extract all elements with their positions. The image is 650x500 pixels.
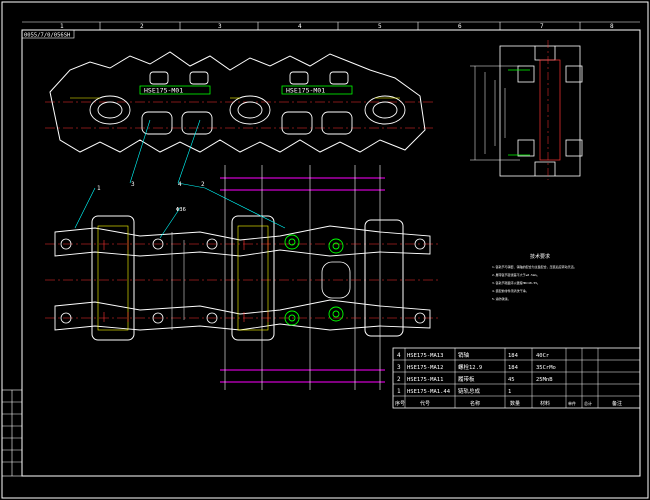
bom-code: HSE175-MA13	[407, 353, 443, 359]
column-number: 4	[298, 23, 302, 30]
bom-no: 1	[397, 388, 401, 395]
callout-3: 3	[131, 181, 135, 188]
column-number: 2	[140, 23, 144, 30]
bom-name: 螺栓12.9	[458, 363, 482, 371]
column-number: 1	[60, 23, 64, 30]
column-ruler	[22, 21, 640, 31]
note-line: 3.链轨节踏面淬火硬度HRC48-55。	[492, 280, 540, 285]
bom-name: 履带板	[458, 375, 475, 383]
bom-header: 备注	[612, 400, 622, 407]
column-number: 5	[378, 23, 382, 30]
bom-material: 40Cr	[536, 353, 550, 359]
bom-code: HSE175-MA11	[407, 377, 443, 383]
note-line: 1.链轨节与销套、销轴的配合为过盈配合，压装后应转动灵活。	[492, 264, 577, 269]
left-title-strip	[1, 389, 23, 477]
bom-code: HSE175-MA12	[407, 365, 443, 371]
technical-notes: 技术要求 1.链轨节与销套、销轴的配合为过盈配合，压装后应转动灵活。 2.履带链…	[492, 253, 577, 301]
bom-qty: 1	[508, 389, 511, 395]
note-line: 4.装配前零件须清洗干净。	[492, 288, 529, 293]
note-line: 2.履带链节距误差不大于±0.5mm。	[492, 272, 539, 277]
bom-no: 2	[397, 376, 401, 383]
column-number: 6	[458, 23, 462, 30]
chain-label-right: HSE175-M01	[286, 87, 325, 95]
column-number: 8	[610, 23, 614, 30]
bom-table: 4 HSE175-MA13 销轴 184 40Cr 3 HSE175-MA12 …	[392, 347, 641, 409]
bom-name: 链轨总成	[458, 387, 481, 395]
bom-header: 单件	[568, 400, 576, 406]
bom-no: 4	[397, 352, 401, 359]
bom-qty: 184	[508, 353, 519, 359]
notes-heading: 技术要求	[530, 253, 550, 260]
title-stamp: 0055/7/0/056SH	[24, 33, 70, 39]
chain-label-left: HSE175-M01	[144, 87, 183, 95]
bom-header: 总计	[584, 400, 592, 406]
bom-header: 数量	[510, 400, 520, 407]
column-number: 3	[218, 23, 222, 30]
bom-header: 名称	[470, 400, 480, 407]
bom-qty: 45	[508, 377, 515, 383]
bom-name: 销轴	[458, 351, 470, 359]
callout-2: 2	[201, 181, 205, 188]
bom-no: 3	[397, 364, 401, 371]
column-number: 7	[540, 23, 544, 30]
bom-material: 25MnB	[536, 377, 553, 383]
bom-header: 代号	[420, 400, 430, 407]
section-view	[470, 40, 583, 180]
diameter-label: Φ36	[176, 207, 186, 213]
bom-qty: 184	[508, 365, 519, 371]
bom-code: HSE175-MA1.44	[407, 389, 451, 395]
bom-header: 序号	[395, 400, 405, 407]
bom-header: 材料	[540, 400, 550, 407]
inner-frame	[21, 29, 641, 477]
callout-4: 4	[178, 181, 182, 188]
callout-1: 1	[97, 185, 101, 192]
top-chain-view: HSE175-M01 HSE175-M01	[45, 51, 435, 184]
bom-material: 35CrMo	[536, 365, 556, 371]
title-stamp-box	[21, 29, 75, 39]
note-line: 5.涂防锈漆。	[492, 296, 511, 301]
column-numbers: 1 2 3 4 5 6 7 8	[60, 23, 614, 30]
assembly-view: 1 3 4 2 Φ36	[45, 165, 440, 390]
